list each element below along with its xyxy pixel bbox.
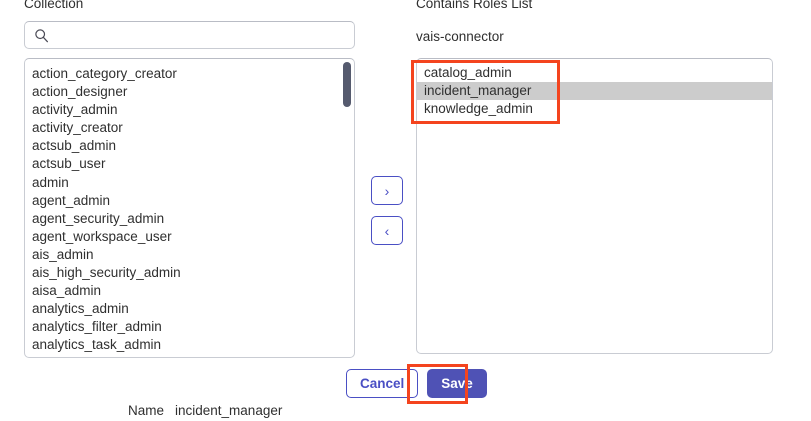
move-right-button[interactable]: › [371,176,403,205]
save-button[interactable]: Save [427,369,487,398]
collection-label: Collection [24,0,84,11]
contains-roles-list-item[interactable]: knowledge_admin [424,101,533,117]
collection-list-item[interactable]: analytics_viewer [25,355,354,358]
contains-roles-panel: Contains Roles List vais-connector catal… [416,0,776,354]
collection-list-item[interactable]: admin [32,174,69,190]
contains-roles-label: Contains Roles List [416,0,533,11]
collection-list-item[interactable]: agent_security_admin [32,210,165,226]
transfer-controls: › ‹ [371,176,405,245]
name-row: Name incident_manager [128,403,282,419]
search-field[interactable] [24,21,355,49]
collection-list-item[interactable]: actsub_admin [32,138,117,154]
collection-list-item[interactable]: activity_admin [32,102,118,118]
contains-roles-list-item[interactable]: incident_manager [417,82,772,101]
collection-scrollbar[interactable] [342,60,352,356]
collection-list-item[interactable]: analytics_filter_admin [32,319,162,335]
collection-list-item[interactable]: activity_creator [32,120,123,136]
dialog-actions: Cancel Save [346,369,487,398]
collection-list-item[interactable]: action_designer [32,84,128,100]
collection-scrollbar-thumb[interactable] [343,62,351,107]
connector-name: vais-connector [416,29,504,44]
contains-roles-list-item[interactable]: catalog_admin [424,65,512,80]
collection-list-item[interactable]: analytics_admin [32,301,129,317]
collection-list-item[interactable]: agent_workspace_user [32,228,172,244]
collection-list-item[interactable]: actsub_user [32,156,106,172]
collection-list-item[interactable]: ais_admin [32,246,94,262]
cancel-button[interactable]: Cancel [346,369,419,398]
name-value: incident_manager [175,403,283,418]
search-icon [34,28,49,43]
collection-list-item[interactable]: analytics_task_admin [32,337,162,353]
move-left-button[interactable]: ‹ [371,216,403,245]
collection-list-item[interactable]: action_category_creator [32,66,177,81]
collection-list-item[interactable]: ais_high_security_admin [32,265,181,281]
search-input[interactable] [54,22,348,48]
collection-list-item[interactable]: aisa_admin [32,283,102,299]
collection-list-item[interactable]: agent_admin [32,192,111,208]
name-label: Name [128,403,165,418]
